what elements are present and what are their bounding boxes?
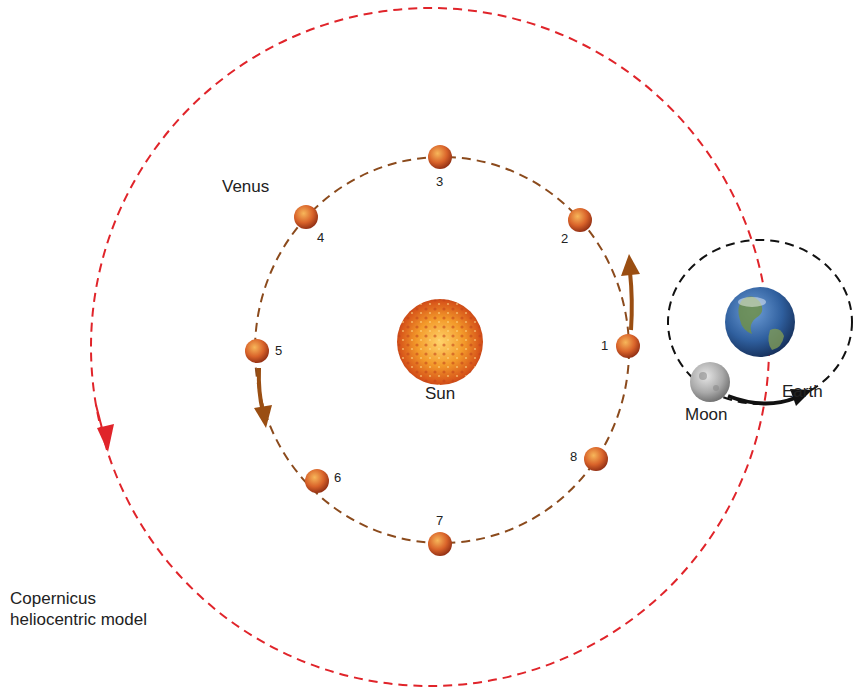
earth-cloud [738, 297, 766, 307]
venus-figure [568, 208, 592, 232]
sun-texture [397, 299, 483, 385]
venus-figure [616, 334, 640, 358]
position-number: 8 [570, 450, 577, 465]
moon-figure [690, 362, 730, 402]
venus-arrow-shaft [630, 272, 632, 330]
venus-figure [584, 447, 608, 471]
moon-label: Moon [685, 405, 728, 425]
label-text: 6 [334, 471, 341, 486]
earth-figure [725, 287, 795, 357]
label-text: 3 [436, 175, 443, 190]
label-text: 5 [275, 344, 282, 359]
moon-orbit [668, 240, 852, 404]
venus-figure [428, 145, 452, 169]
label-text: Earth [782, 382, 823, 402]
earth-land [768, 329, 784, 350]
label-text: 2 [561, 232, 568, 247]
position-number: 2 [561, 232, 568, 247]
venus-orbit [255, 157, 629, 543]
venus-arrow-shaft [259, 368, 263, 412]
sun-label: Sun [425, 384, 455, 404]
label-text: 7 [436, 514, 443, 529]
position-number: 5 [275, 344, 282, 359]
position-number: 4 [317, 231, 324, 246]
position-number: 3 [436, 175, 443, 190]
planet-label: Earth [782, 382, 823, 402]
earth-orbit [91, 8, 769, 686]
position-number: 7 [436, 514, 443, 529]
moon-crater [699, 372, 707, 380]
orbit-arrowhead [97, 424, 114, 452]
planet-label: Venus [222, 177, 269, 197]
venus-arrowhead [254, 405, 272, 428]
label-text: 8 [570, 450, 577, 465]
venus-figure [294, 205, 318, 229]
venus-figure [305, 469, 329, 493]
venus-arrowhead [621, 254, 640, 276]
label-text: Sun [425, 384, 455, 404]
venus-figure [245, 339, 269, 363]
venus-figure [428, 532, 452, 556]
caption-text: Copernicus heliocentric model [10, 588, 175, 631]
position-number: 6 [334, 471, 341, 486]
moon-crater [713, 385, 719, 391]
sun-figure [397, 299, 483, 385]
position-number: 1 [601, 339, 608, 354]
label-text: 1 [601, 339, 608, 354]
venus-planets [245, 145, 640, 556]
label-text: Moon [685, 405, 728, 425]
label-text: 4 [317, 231, 324, 246]
